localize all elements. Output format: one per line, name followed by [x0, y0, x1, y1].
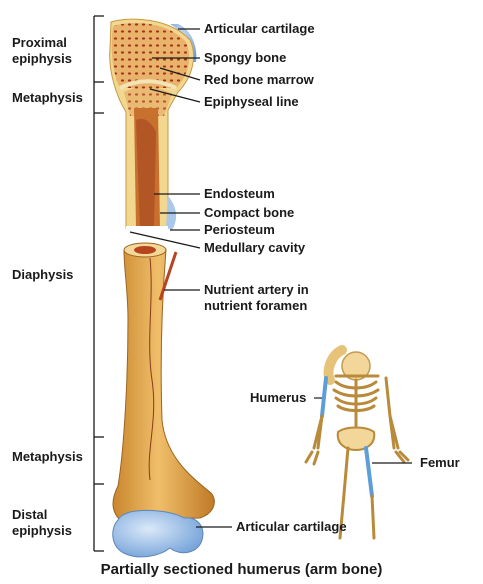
region-metaphysis-top: Metaphysis [12, 90, 83, 105]
leader-lines [129, 28, 232, 528]
figure-caption: Partially sectioned humerus (arm bone) [100, 561, 383, 578]
region-diaphysis: Diaphysis [12, 267, 74, 282]
label-endosteum: Endosteum [204, 186, 275, 201]
label-femur: Femur [420, 455, 460, 470]
nutrient-artery [158, 251, 178, 301]
label-compact-bone: Compact bone [204, 205, 295, 220]
articular-cartilage-bottom [112, 509, 204, 558]
medullary-cavity-section [134, 246, 156, 254]
humerus-highlight [320, 376, 328, 418]
label-nutrient-artery: Nutrient artery in nutrient foramen [204, 282, 309, 314]
region-metaphysis-bottom: Metaphysis [12, 449, 83, 464]
label-line: nutrient foramen [204, 298, 308, 313]
skeleton-leaders [314, 397, 412, 464]
region-label-line: Proximal [12, 35, 67, 50]
label-humerus: Humerus [250, 390, 307, 405]
region-label-line: epiphysis [12, 51, 72, 66]
region-distal-epiphysis: Distal epiphysis [12, 507, 72, 539]
label-epiphyseal-line: Epiphyseal line [204, 94, 299, 109]
region-bracket [93, 15, 104, 552]
label-spongy-bone: Spongy bone [204, 50, 287, 65]
label-line: Nutrient artery in [204, 282, 309, 297]
spongy-bone [111, 23, 190, 88]
label-periosteum: Periosteum [204, 222, 275, 237]
label-medullary-cavity: Medullary cavity [204, 240, 306, 255]
proximal-bone-section [109, 18, 197, 230]
label-articular-cartilage-top: Articular cartilage [204, 21, 315, 36]
diaphysis-shaft [112, 242, 215, 558]
femur-highlight [364, 446, 374, 498]
label-red-bone-marrow: Red bone marrow [204, 72, 314, 87]
region-proximal-epiphysis: Proximal epiphysis [12, 35, 72, 67]
region-label-line: epiphysis [12, 523, 72, 538]
epiphyseal-line [119, 79, 177, 90]
skeleton-figure [304, 345, 410, 540]
region-label-line: Distal [12, 507, 48, 522]
label-articular-cartilage-bottom: Articular cartilage [236, 519, 347, 534]
